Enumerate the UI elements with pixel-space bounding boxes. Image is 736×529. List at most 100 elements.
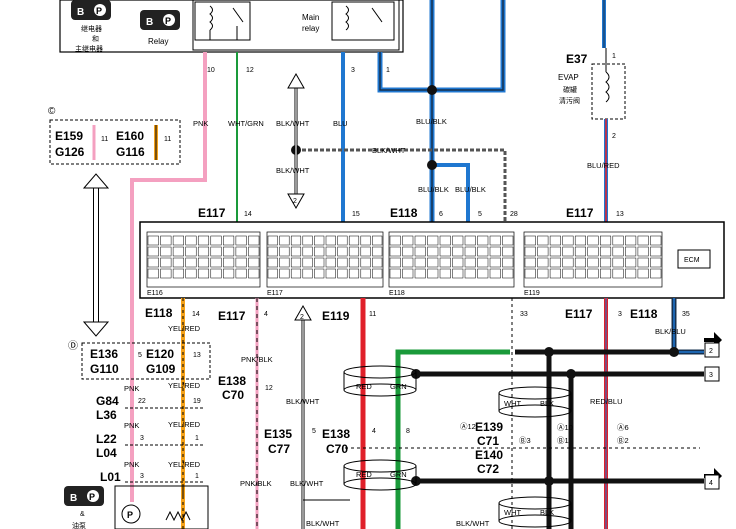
ecm-pin-cell xyxy=(235,235,247,246)
pin19: 19 xyxy=(193,398,201,405)
ecm-pin-cell xyxy=(325,268,336,279)
wl-blu: BLU xyxy=(333,119,348,128)
ecm-pin-cell xyxy=(562,268,574,279)
ecm-pin-cell xyxy=(587,246,599,257)
ecm-pin-cell xyxy=(348,235,360,246)
ecm-pin-cell xyxy=(290,257,302,268)
circle-d: Ⓓ xyxy=(68,340,78,352)
lbl-e119-bl: E119 xyxy=(322,309,350,323)
ecm-pin5: 5 xyxy=(478,211,482,218)
ecm-pin-cell xyxy=(650,235,662,246)
ecm-pin-cell xyxy=(223,246,235,257)
c70b: C70 xyxy=(326,442,348,456)
ecm-pin-cell xyxy=(372,257,383,268)
ecm-pin-cell xyxy=(489,246,501,257)
pinb-33: 33 xyxy=(520,311,528,318)
ecm-pin-cell xyxy=(612,268,624,279)
svg-text:P: P xyxy=(96,6,102,16)
pump-motor-icon xyxy=(121,504,141,524)
ecm-pin-cell xyxy=(302,246,313,257)
pin12c: 12 xyxy=(265,385,273,392)
ecm-pin-cell xyxy=(223,257,235,268)
pin-10: 10 xyxy=(207,67,215,74)
wl-yel-red-2: YEL/RED xyxy=(168,381,201,390)
wl-yel-red-1: YEL/RED xyxy=(168,324,201,333)
ecm-pin-cell xyxy=(625,235,637,246)
pin-1: 1 xyxy=(386,67,390,74)
g84: G84 xyxy=(96,394,119,408)
conn-e118 xyxy=(388,231,515,288)
l22: L22 xyxy=(96,432,117,446)
pump-badge: B P xyxy=(64,486,104,506)
ecm-pin-cell xyxy=(360,246,371,257)
g110: G110 xyxy=(90,362,119,376)
ecm-pin-cell xyxy=(337,257,348,268)
ecm-pin-cell xyxy=(160,268,172,279)
wl-pnk-blk-2: PNK/BLK xyxy=(240,479,272,488)
ecm-pin14: 14 xyxy=(244,211,252,218)
ecm-pin-cell xyxy=(464,235,476,246)
ecm-pin-cell xyxy=(612,246,624,257)
wl-blk-blu: BLK/BLU xyxy=(655,327,686,336)
evap-cn-1: 碳罐 xyxy=(563,85,577,94)
wire-pnk-top xyxy=(130,52,207,502)
ecm-pin-cell xyxy=(248,235,260,246)
ecm-pin-cell xyxy=(502,257,514,268)
wl-pnk-1: PNK xyxy=(193,119,208,128)
ecm-pin-cell xyxy=(372,235,383,246)
lbl-e117-br: E117 xyxy=(565,307,593,321)
ecm-pin-cell xyxy=(587,235,599,246)
g109: G109 xyxy=(146,362,176,376)
wire-grn xyxy=(395,349,510,529)
wl-blk-1: BLK xyxy=(540,399,554,408)
ecm-pin-cell xyxy=(160,235,172,246)
ecm-pin-cell xyxy=(537,235,549,246)
ref-box-4 xyxy=(704,474,720,490)
ecm-pin-cell xyxy=(172,268,184,279)
ecm-pin-cell xyxy=(402,268,414,279)
ecm-pin-cell xyxy=(414,235,426,246)
ref-4: 4 xyxy=(709,480,713,487)
ecm-pin-cell xyxy=(325,235,336,246)
ecm-pin-cell xyxy=(302,268,313,279)
ecm-pin-cell xyxy=(587,257,599,268)
ecm-pin-cell xyxy=(452,257,464,268)
ref-box-2 xyxy=(704,342,720,358)
ecm-pin-cell xyxy=(290,235,302,246)
double-arrow xyxy=(82,173,110,337)
ecm-pin-cell xyxy=(314,246,325,257)
ecm-label-e117b: E117 xyxy=(566,206,594,220)
ecm-pin-cell xyxy=(489,268,501,279)
pin3a: 3 xyxy=(140,435,144,442)
pinb-14: 14 xyxy=(192,311,200,318)
ecm-pin-cell xyxy=(248,246,260,257)
ecm-pin-cell xyxy=(464,268,476,279)
ecm-pin-cell xyxy=(439,246,451,257)
e37-pin1: 1 xyxy=(612,53,616,60)
ecm-pin-cell xyxy=(325,257,336,268)
ecm-pin-cell xyxy=(290,246,302,257)
e120: E120 xyxy=(146,347,174,361)
ecm-pin-cell xyxy=(279,246,290,257)
ecm-pin-cell xyxy=(537,268,549,279)
ecm-pin-cell xyxy=(477,246,489,257)
ecm-pin-cell xyxy=(197,235,210,246)
ecm-pin-cell xyxy=(427,257,439,268)
ecm-pin-cell xyxy=(637,246,649,257)
ecm-pin-cell xyxy=(600,268,612,279)
wl-blk-wht-3: BLK/WHT xyxy=(276,166,310,175)
pinb-11: 11 xyxy=(369,311,376,318)
ecm-pin-cell xyxy=(600,235,612,246)
ecm-pin-cell xyxy=(600,246,612,257)
ecm-pin-cell xyxy=(549,246,561,257)
e139: E139 xyxy=(475,420,503,434)
ecm-pin-cell xyxy=(524,235,536,246)
ecm-pin-cell xyxy=(402,246,414,257)
wl-grn-2: GRN xyxy=(390,470,407,479)
c71: C71 xyxy=(477,434,499,448)
svg-text:B: B xyxy=(77,7,84,18)
ecm-pin-cell xyxy=(549,268,561,279)
relay-badge: B P xyxy=(71,0,111,20)
lbl-e117-bl: E117 xyxy=(218,309,246,323)
